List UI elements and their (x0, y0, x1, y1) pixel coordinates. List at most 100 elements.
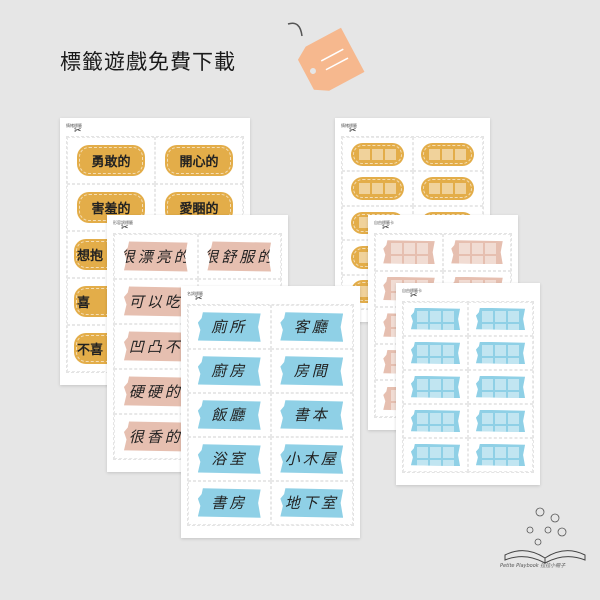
write-box (443, 378, 454, 390)
write-box (442, 183, 454, 195)
tag-label: 凹凸不 (123, 331, 188, 362)
write-box (458, 256, 470, 265)
tag-label: 開心的 (165, 144, 233, 177)
tag-card: 飯廳 (188, 393, 271, 437)
write-box (482, 391, 493, 399)
tag-card: 勇敢的 (67, 137, 155, 184)
tag-card: 客廳 (270, 305, 353, 349)
write-box (416, 243, 428, 255)
card-grid: 廁所客廳廚房房間飯廳書本浴室小木屋書房地下室 (187, 304, 354, 526)
write-box (495, 412, 506, 424)
tag-label: 飯廳 (197, 400, 261, 430)
sheet-noun: 名詞標籤✂廁所客廳廚房房間飯廳書本浴室小木屋書房地下室 (181, 286, 360, 538)
write-box (471, 243, 483, 255)
blank-label (410, 307, 461, 331)
tag-label: 浴室 (197, 444, 261, 474)
write-box (430, 310, 441, 322)
tag-card (443, 234, 511, 271)
write-box (508, 357, 519, 365)
tag-card (375, 234, 443, 271)
write-box (484, 256, 496, 265)
blank-label (475, 307, 526, 331)
logo-text: Petite Playbook 拉拉小冊子 (500, 563, 566, 569)
write-box (443, 391, 454, 399)
write-box (390, 243, 402, 255)
tag-label: 客廳 (280, 312, 344, 342)
book-logo-icon (504, 507, 586, 564)
sheet-noun-blank: 自由標籤卡✂ (396, 283, 540, 485)
write-box (417, 323, 428, 331)
write-box (484, 243, 496, 255)
tag-label: 很舒服的 (207, 241, 272, 272)
write-box (358, 148, 370, 160)
tag-card: 書房 (188, 481, 271, 525)
write-box (430, 425, 441, 433)
scissors-icon: ✂ (121, 223, 129, 233)
tag-card: 廚房 (188, 349, 271, 393)
tag-card: 廁所 (188, 305, 271, 349)
blank-label (475, 409, 526, 433)
write-box (430, 357, 441, 365)
gift-tag-icon (287, 22, 365, 91)
write-box (495, 310, 506, 322)
write-box (417, 446, 428, 458)
sheet-header: 情緒標籤 (341, 123, 357, 128)
tag-card: 很舒服的 (197, 234, 281, 279)
write-box (403, 256, 415, 265)
write-box (442, 148, 454, 160)
card-grid (402, 301, 534, 473)
sheet-adjective: 形容詞標籤✂很漂亮的很舒服的可以吃凹凸不硬硬的很香的 (107, 215, 288, 472)
write-box (430, 344, 441, 356)
tag-card (412, 137, 483, 172)
write-box (482, 310, 493, 322)
write-box (417, 391, 428, 399)
tag-card (412, 171, 483, 206)
blank-label (410, 375, 461, 399)
write-box (443, 310, 454, 322)
scissors-icon: ✂ (410, 291, 418, 301)
tag-label: 廚房 (197, 356, 261, 386)
write-box (455, 148, 467, 160)
write-box (482, 412, 493, 424)
write-box (417, 459, 428, 467)
write-box (430, 323, 441, 331)
write-box (458, 243, 470, 255)
tag-label: 小木屋 (280, 444, 344, 474)
write-box (358, 217, 370, 229)
tag-card (403, 370, 468, 404)
write-box (390, 256, 402, 265)
blank-label (475, 375, 526, 399)
write-box (430, 378, 441, 390)
write-box (417, 412, 428, 424)
tag-label: 廁所 (197, 312, 261, 342)
write-box (482, 459, 493, 467)
write-box (508, 412, 519, 424)
tag-label: 很漂亮的 (123, 241, 188, 272)
tag-label: 勇敢的 (77, 144, 145, 177)
write-box (482, 323, 493, 331)
scissors-icon: ✂ (349, 126, 357, 136)
write-box (443, 323, 454, 331)
tag-card (342, 137, 413, 172)
write-box (358, 251, 370, 263)
scissors-icon: ✂ (382, 223, 390, 233)
tag-card: 浴室 (188, 437, 271, 481)
write-box (508, 378, 519, 390)
blank-label (451, 240, 503, 265)
write-box (508, 459, 519, 467)
tag-card: 小木屋 (270, 437, 353, 481)
write-box (455, 183, 467, 195)
tag-card (403, 302, 468, 336)
blank-label (350, 177, 404, 200)
blank-label (475, 341, 526, 365)
blank-label (383, 240, 435, 265)
write-box (430, 459, 441, 467)
write-box (508, 323, 519, 331)
tag-card: 凹凸不 (114, 324, 198, 369)
write-box (482, 425, 493, 433)
blank-label (475, 443, 526, 467)
write-box (430, 412, 441, 424)
tag-card (342, 171, 413, 206)
write-box (443, 357, 454, 365)
write-box (495, 446, 506, 458)
